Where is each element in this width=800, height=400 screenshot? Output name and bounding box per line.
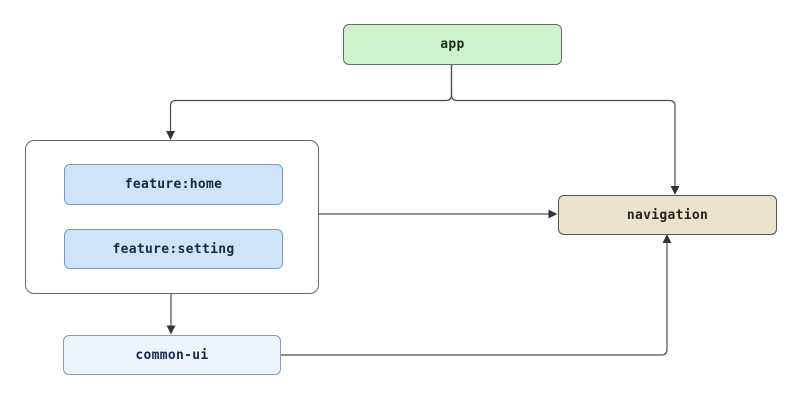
node-navigation-label: navigation: [626, 207, 709, 223]
node-app-label: app: [440, 37, 465, 52]
features-group-container: feature:home feature:setting: [25, 140, 319, 294]
edge-app-to-navigation: [450, 63, 680, 195]
node-app: app: [343, 24, 562, 65]
node-feature-setting: feature:setting: [64, 229, 283, 269]
node-feature-home-label: feature:home: [124, 177, 223, 192]
edge-common-ui-to-navigation: [279, 234, 672, 356]
node-common-ui-label: common-ui: [135, 347, 209, 363]
node-feature-home: feature:home: [64, 164, 283, 205]
edge-app-to-features-group: [166, 63, 453, 140]
node-common-ui: common-ui: [63, 335, 281, 375]
node-navigation: navigation: [558, 195, 777, 235]
node-feature-setting-label: feature:setting: [112, 241, 235, 257]
